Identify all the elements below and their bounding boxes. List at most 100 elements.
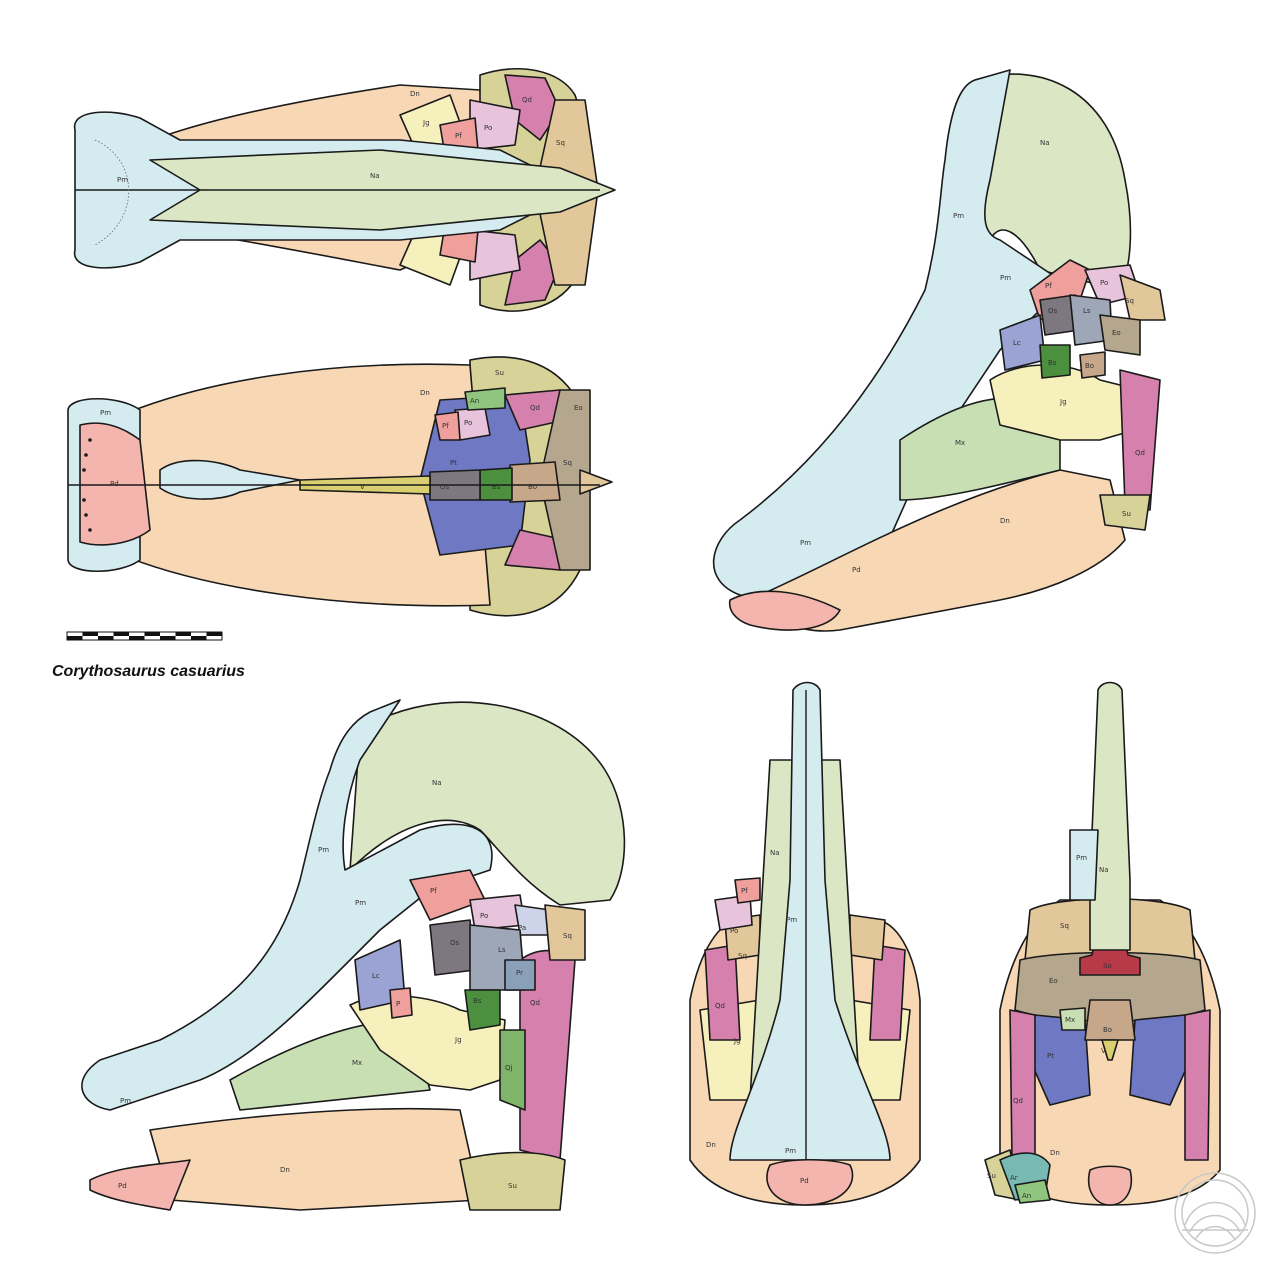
label-ventral-sq: Sq [563, 459, 572, 467]
bone-basisphenoid-lateral-right [1039, 344, 1071, 379]
label-posterior-pm: Pm [1076, 854, 1087, 862]
label-dorsal-pm: Pm [117, 176, 128, 184]
label-posterior-an: An [1022, 1192, 1031, 1200]
dorsal-view: Pm Na Dn Jg Pf Po Qd Sq [73, 68, 616, 312]
label-lateral-left-os: Os [450, 939, 460, 947]
label-lateral-right-pm1: Pm [953, 212, 964, 220]
label-posterior-so: So [1103, 962, 1112, 970]
label-ventral-pf: Pf [442, 422, 449, 430]
label-posterior-eo: Eo [1049, 977, 1058, 985]
label-posterior-sq: Sq [1060, 922, 1069, 930]
label-lateral-right-os: Os [1048, 307, 1058, 315]
bone-quadrate-anterior-right [869, 944, 906, 1041]
scale-bar [66, 631, 223, 641]
bone-palatine-lateral-left [389, 987, 413, 1019]
label-dorsal-pf: Pf [455, 132, 462, 140]
label-lateral-left-pm3: Pm [120, 1097, 131, 1105]
label-anterior-qd: Qd [715, 1002, 725, 1010]
label-dorsal-sq: Sq [556, 139, 565, 147]
bone-premaxilla-posterior [1069, 829, 1099, 901]
bone-quadrate-anterior-left [704, 944, 741, 1041]
label-lateral-left-bs: Bs [473, 997, 482, 1005]
label-dorsal-po: Po [484, 124, 492, 132]
label-lateral-right-bo: Bo [1085, 362, 1094, 370]
label-ventral-pt: Pt [450, 459, 457, 467]
bone-premaxilla-anterior [729, 681, 891, 1161]
bone-basisphenoid-lateral-left [464, 989, 501, 1031]
label-ventral-pd: Pd [110, 480, 119, 488]
label-lateral-left-qj: Qj [505, 1064, 513, 1072]
bone-nasal-lateral-left [349, 701, 626, 906]
label-ventral-os: Os [440, 483, 450, 491]
bone-basioccipital-lateral-right [1079, 351, 1106, 379]
bone-orbitosphenoid-lateral-left [429, 919, 476, 976]
bone-quadrate-posterior-left [1009, 1009, 1036, 1161]
label-ventral-bs: Bs [492, 483, 501, 491]
label-ventral-qd: Qd [530, 404, 540, 412]
label-lateral-right-pm2: Pm [1000, 274, 1011, 282]
label-lateral-right-bs: Bs [1048, 359, 1057, 367]
lateral-left-view: Na Pm Pm Pf Po Pa Os Ls Sq Pr Lc Bs Qd P… [81, 699, 626, 1211]
publisher-logo [1174, 1172, 1256, 1254]
bone-predentary-posterior [1088, 1165, 1132, 1206]
label-posterior-ar: Ar [1010, 1174, 1018, 1182]
label-lateral-right-ls: Ls [1083, 307, 1091, 315]
bone-maxilla-posterior [1059, 1007, 1086, 1031]
label-anterior-na: Na [770, 849, 780, 857]
label-lateral-right-dn: Dn [1000, 517, 1010, 525]
label-lateral-right-eo: Eo [1112, 329, 1121, 337]
label-anterior-pd: Pd [800, 1177, 809, 1185]
bone-basioccipital-ventral [509, 461, 561, 503]
bone-surangular-lateral-left [459, 1151, 566, 1211]
label-dorsal-qd: Qd [522, 96, 532, 104]
bone-predentary-lateral-left [89, 1159, 191, 1211]
label-lateral-left-ls: Ls [498, 946, 506, 954]
label-posterior-v: V [1101, 1047, 1106, 1055]
bone-premaxilla-lateral-left [81, 699, 493, 1111]
bone-predentary-lateral-right [728, 590, 841, 631]
bone-quadrate-posterior-right [1184, 1009, 1211, 1161]
species-title: Corythosaurus casuarius [52, 663, 245, 680]
label-anterior-po: Po [730, 927, 738, 935]
label-lateral-left-pr: Pr [516, 969, 523, 977]
label-lateral-left-su: Su [508, 1182, 517, 1190]
bone-exoccipital-lateral-right [1099, 314, 1141, 356]
bone-sq-anterior-right [849, 914, 886, 961]
label-lateral-right-lc: Lc [1013, 339, 1021, 347]
label-posterior-na: Na [1099, 866, 1109, 874]
bone-quadrate-lateral-right [1119, 369, 1161, 511]
anterior-view: Na Pm Pf Po Sq Qd Jg Dn Pm Pd [689, 681, 921, 1206]
label-lateral-right-su: Su [1122, 510, 1131, 518]
label-lateral-left-pd: Pd [118, 1182, 127, 1190]
label-ventral-dn: Dn [420, 389, 430, 397]
bone-basioccipital-posterior [1084, 999, 1136, 1041]
label-lateral-right-na: Na [1040, 139, 1050, 147]
label-lateral-right-po: Po [1100, 279, 1108, 287]
label-lateral-right-pd: Pd [852, 566, 861, 574]
bone-squamosal-ventral [579, 469, 613, 495]
bone-prootic-lateral-left [504, 959, 536, 991]
label-anterior-jg: Jg [733, 1037, 741, 1045]
bone-angular-posterior [1014, 1179, 1051, 1204]
label-lateral-right-qd: Qd [1135, 449, 1145, 457]
label-lateral-left-mx: Mx [352, 1059, 362, 1067]
label-anterior-pm2: Pm [785, 1147, 796, 1155]
bone-predentary-ventral [79, 422, 151, 546]
bone-pterygoid-posterior-right [1129, 1014, 1191, 1106]
label-lateral-left-lc: Lc [372, 972, 380, 980]
label-anterior-sq: Sq [738, 952, 747, 960]
label-ventral-v: V [360, 483, 365, 491]
label-anterior-pf: Pf [741, 887, 748, 895]
label-dorsal-jg: Jg [422, 119, 430, 127]
label-lateral-left-na: Na [432, 779, 442, 787]
bone-prefrontal-ventral [434, 411, 461, 441]
label-lateral-left-pm2: Pm [355, 899, 366, 907]
ventral-view: Pm Pd Dn Su An Pf Po Qd Eo Pt Os Bs Bo S… [67, 356, 613, 617]
label-anterior-pm: Pm [786, 916, 797, 924]
bone-premaxilla-ventral-center [159, 459, 301, 500]
bone-pf-anterior [734, 877, 761, 904]
bone-nasal-lateral-right [974, 73, 1132, 291]
bone-surangular-lateral-right [1099, 494, 1151, 531]
label-dorsal-dn: Dn [410, 90, 420, 98]
bone-quadratojugal-lateral-left [499, 1029, 526, 1111]
